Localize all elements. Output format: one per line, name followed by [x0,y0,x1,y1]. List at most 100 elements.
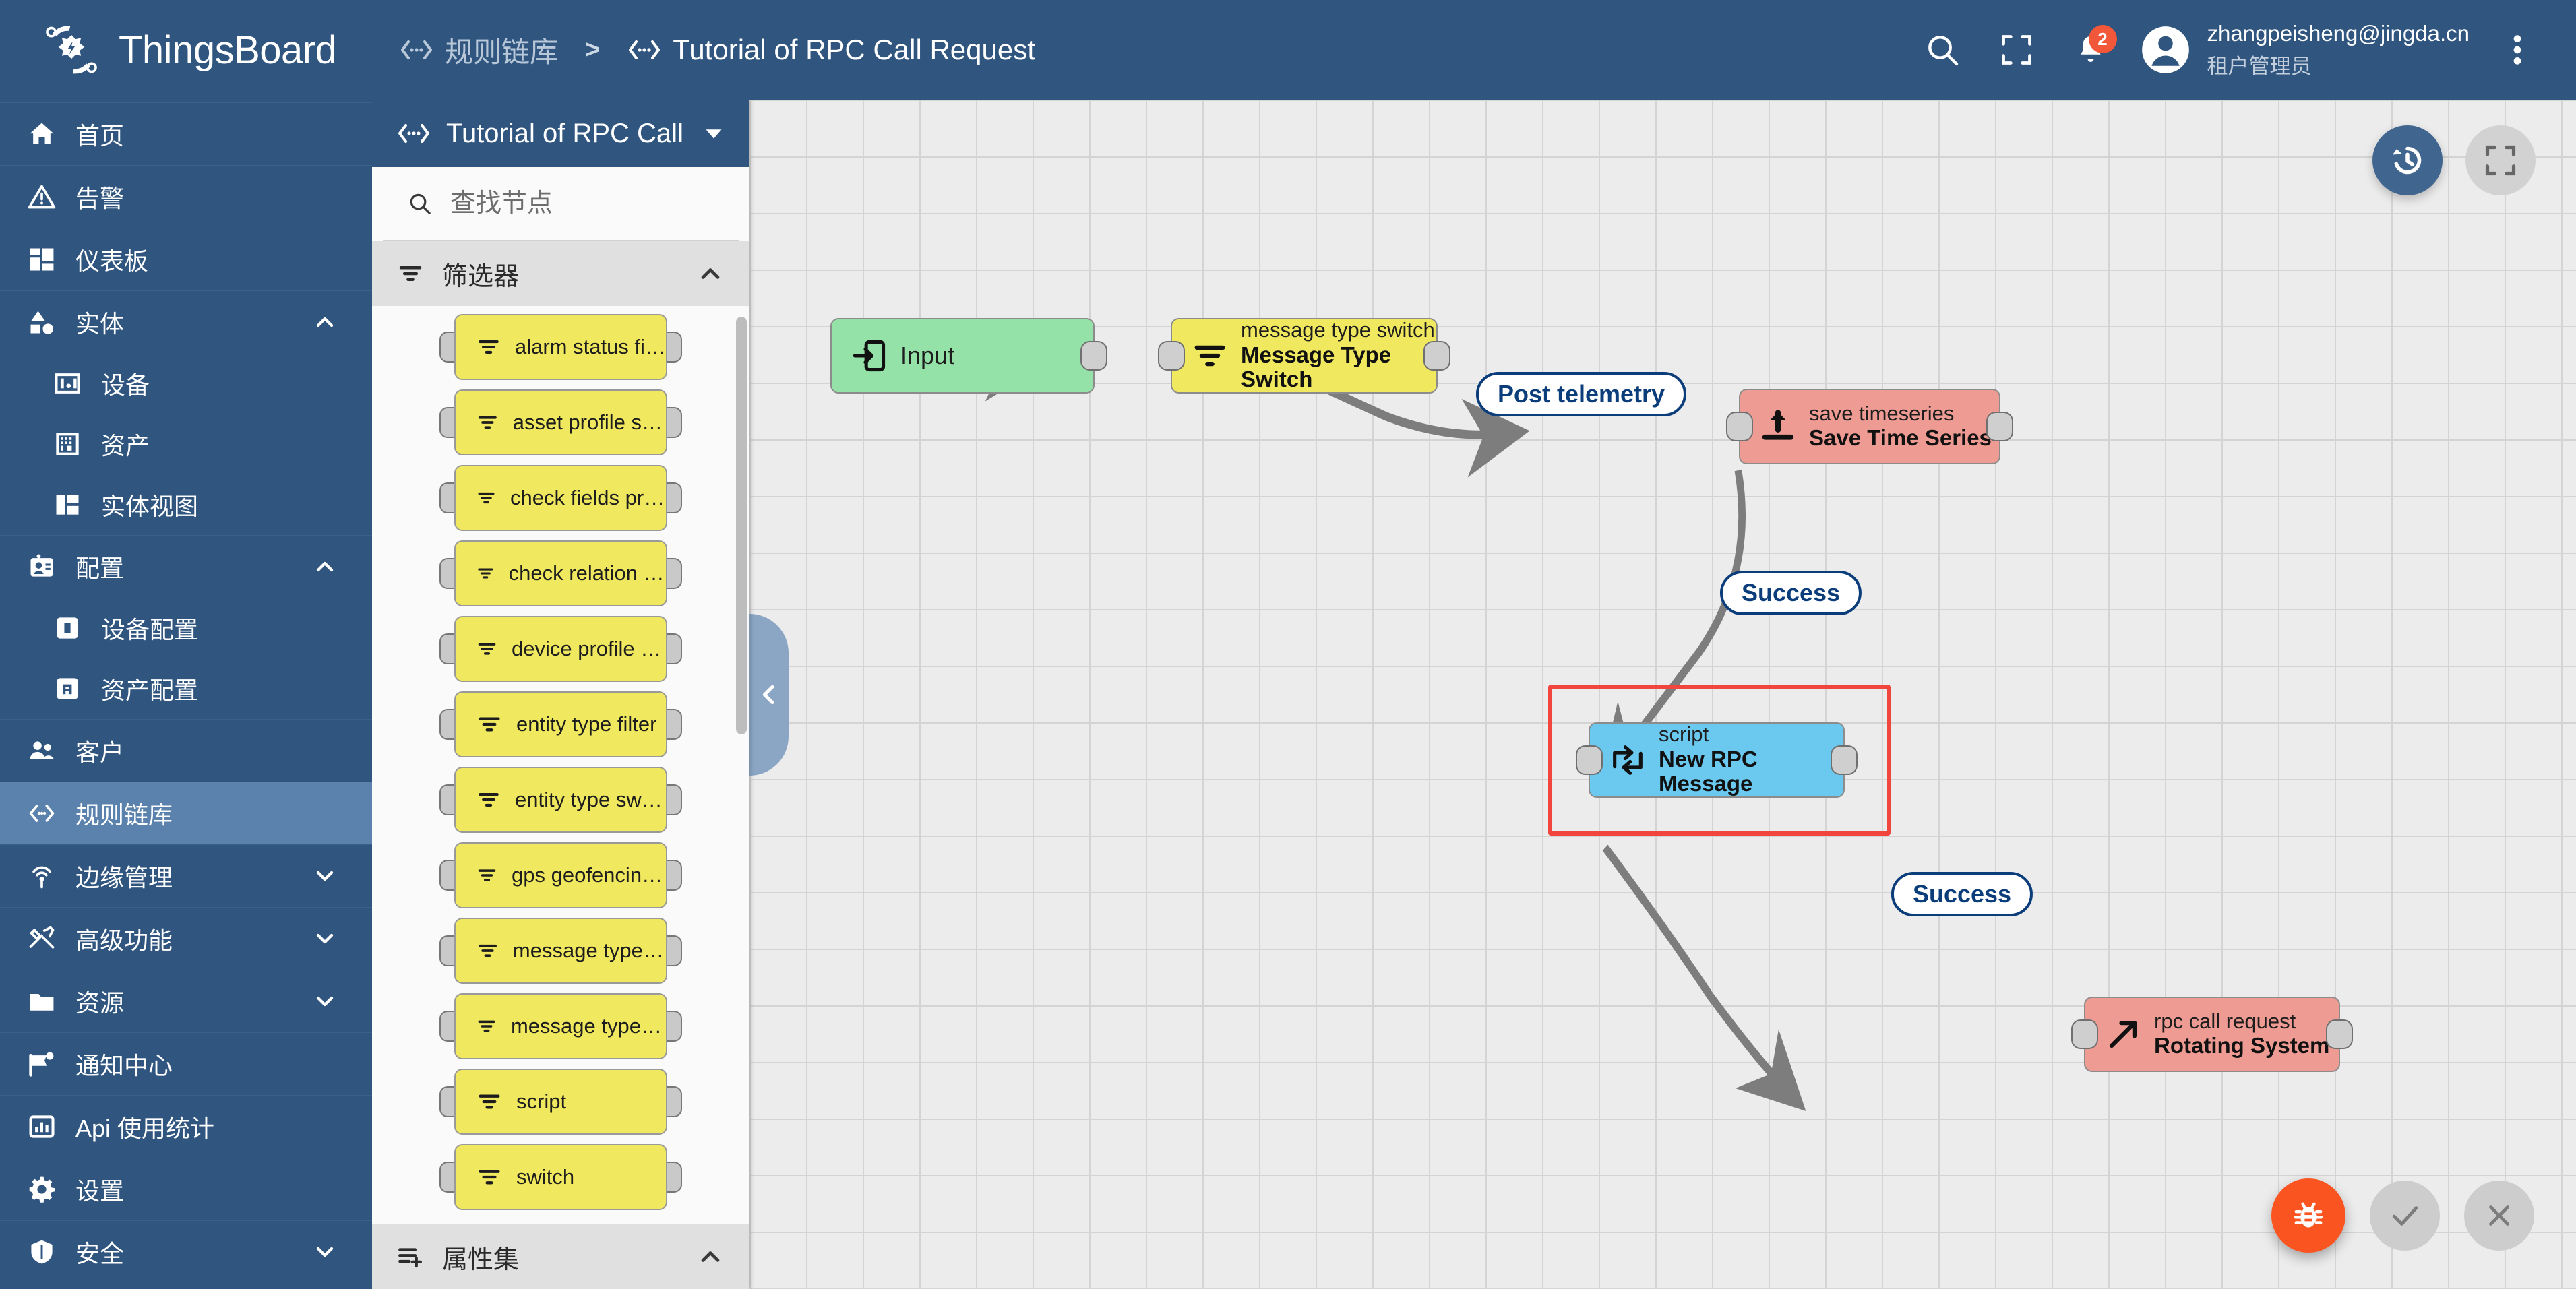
library-node-label: message type filter [512,939,666,962]
sidebar-item-16[interactable]: Api 使用统计 [0,1095,372,1158]
library-section-attributes[interactable]: 属性集 [372,1224,749,1289]
breadcrumb-parent-label: 规则链库 [445,36,559,68]
library-node-box[interactable]: device profile switch [454,616,667,682]
library-scrollbar[interactable] [736,317,747,734]
library-node-item[interactable]: check fields presence [426,465,696,531]
canvas-node-script[interactable]: script New RPC Message [1576,722,1858,798]
notification-flag-icon [29,1052,54,1077]
library-node-box[interactable]: switch [454,1144,667,1210]
sidebar-item-9[interactable]: 资产配置 [0,658,372,719]
canvas-collapse-handle[interactable] [749,613,789,776]
sidebar-item-14[interactable]: 资源 [0,970,372,1032]
fullscreen-button[interactable] [1990,24,2043,76]
versions-history-button[interactable] [2372,125,2443,195]
library-node-box[interactable]: alarm status filter [454,314,667,380]
library-node-item[interactable]: gps geofencing filter [426,842,696,908]
library-node-item[interactable]: check relation presen… [426,540,696,606]
library-node-item[interactable]: message type filter [426,918,696,984]
node-output-port[interactable] [2326,1019,2353,1049]
library-header[interactable]: Tutorial of RPC Call ... [372,100,749,167]
filter-icon [479,793,499,807]
sidebar-item-3[interactable]: 实体 [0,290,372,353]
search-input[interactable] [450,189,714,218]
sidebar-item-label: 安全 [75,1240,125,1267]
sidebar-item-12[interactable]: 边缘管理 [0,844,372,907]
node-output-port[interactable] [1831,745,1858,775]
input-arrow-icon [853,340,886,372]
library-node-box[interactable]: message type filter [454,918,667,984]
node-output-port[interactable] [1423,341,1450,371]
gear-icon [27,1174,57,1204]
sidebar-item-7[interactable]: 配置 [0,535,372,598]
more-options-button[interactable] [2491,24,2544,76]
asset-building-icon [53,429,82,459]
sidebar-item-2[interactable]: 仪表板 [0,228,372,290]
library-node-item[interactable]: switch [426,1144,696,1210]
sidebar-item-label: 仪表板 [75,247,149,275]
sidebar-item-4[interactable]: 设备 [0,353,372,414]
library-node-box[interactable]: asset profile switch [454,389,667,455]
node-input-port[interactable] [1726,412,1753,441]
filter-icon [479,1170,500,1185]
edge-label[interactable]: Post telemetry [1475,372,1687,416]
library-node-label: gps geofencing filter [512,863,666,887]
canvas-node-sts[interactable]: save timeseries Save Time Series [1726,389,2013,464]
node-input-port[interactable] [1576,745,1603,775]
library-node-label: device profile switch [512,637,666,660]
sidebar-item-6[interactable]: 实体视图 [0,474,372,535]
library-node-box[interactable]: entity type switch [454,767,667,833]
sidebar-item-11[interactable]: 规则链库 [0,782,372,844]
search-button[interactable] [1916,24,1969,76]
alarm-warning-icon [28,185,56,209]
discard-changes-button[interactable] [2464,1181,2534,1251]
sidebar-item-10[interactable]: 客户 [0,719,372,782]
rule-chain-icon [398,124,429,143]
sidebar-item-5[interactable]: 资产 [0,414,372,474]
breadcrumb-parent[interactable]: 规则链库 [399,30,558,71]
library-search[interactable] [383,167,739,241]
library-node-item[interactable]: script [426,1069,696,1135]
breadcrumb: 规则链库 > Tutorial of RPC Call Request [399,30,1035,71]
library-section-filters[interactable]: 筛选器 [372,241,749,306]
library-node-item[interactable]: entity type filter [426,691,696,757]
notifications-button[interactable]: 2 [2064,24,2117,76]
library-node-box[interactable]: entity type filter [454,691,667,757]
chevron-down-icon[interactable] [698,118,729,149]
user-menu[interactable]: zhangpeisheng@jingda.cn 租户管理员 [2140,21,2470,80]
edge-label[interactable]: Success [1891,872,2033,916]
node-output-port[interactable] [1986,412,2013,441]
sidebar-item-17[interactable]: 设置 [0,1158,372,1220]
node-output-port[interactable] [1080,341,1107,371]
node-input-port[interactable] [1158,341,1185,371]
library-node-box[interactable]: script [454,1069,667,1135]
library-node-box[interactable]: message type switch [454,993,667,1059]
debug-button[interactable] [2271,1178,2345,1253]
sidebar-item-18[interactable]: 安全 [0,1220,372,1283]
brand-logo[interactable]: ThingsBoard [0,0,372,100]
sidebar-item-label: 客户 [75,738,125,766]
library-node-box[interactable]: check fields presence [454,465,667,531]
apply-changes-button[interactable] [2370,1181,2440,1251]
canvas-node-rpc[interactable]: rpc call request Rotating System [2071,997,2353,1072]
canvas-node-mts[interactable]: message type switch Message Type Switch [1158,318,1450,394]
sidebar-item-13[interactable]: 高级功能 [0,907,372,970]
sidebar-item-1[interactable]: 告警 [0,165,372,228]
library-node-box[interactable]: check relation presen… [454,540,667,606]
node-input-port[interactable] [2071,1019,2098,1049]
edge-label[interactable]: Success [1719,571,1862,615]
sidebar-item-15[interactable]: 通知中心 [0,1032,372,1095]
library-node-item[interactable]: alarm status filter [426,314,696,380]
library-node-box[interactable]: gps geofencing filter [454,842,667,908]
canvas-fullscreen-button[interactable] [2465,125,2536,195]
library-node-item[interactable]: asset profile switch [426,389,696,455]
rule-chain-canvas[interactable]: Input message type switch Message Type S… [749,100,2576,1289]
search-icon [410,193,431,214]
library-node-item[interactable]: message type switch [426,993,696,1059]
library-node-item[interactable]: entity type switch [426,767,696,833]
canvas-node-input[interactable]: Input [830,318,1107,394]
sidebar-item-0[interactable]: 首页 [0,102,372,165]
notification-flag-icon [27,1049,57,1079]
sidebar-item-8[interactable]: 设备配置 [0,598,372,658]
upload-arrow-icon [1762,410,1794,440]
library-node-item[interactable]: device profile switch [426,616,696,682]
